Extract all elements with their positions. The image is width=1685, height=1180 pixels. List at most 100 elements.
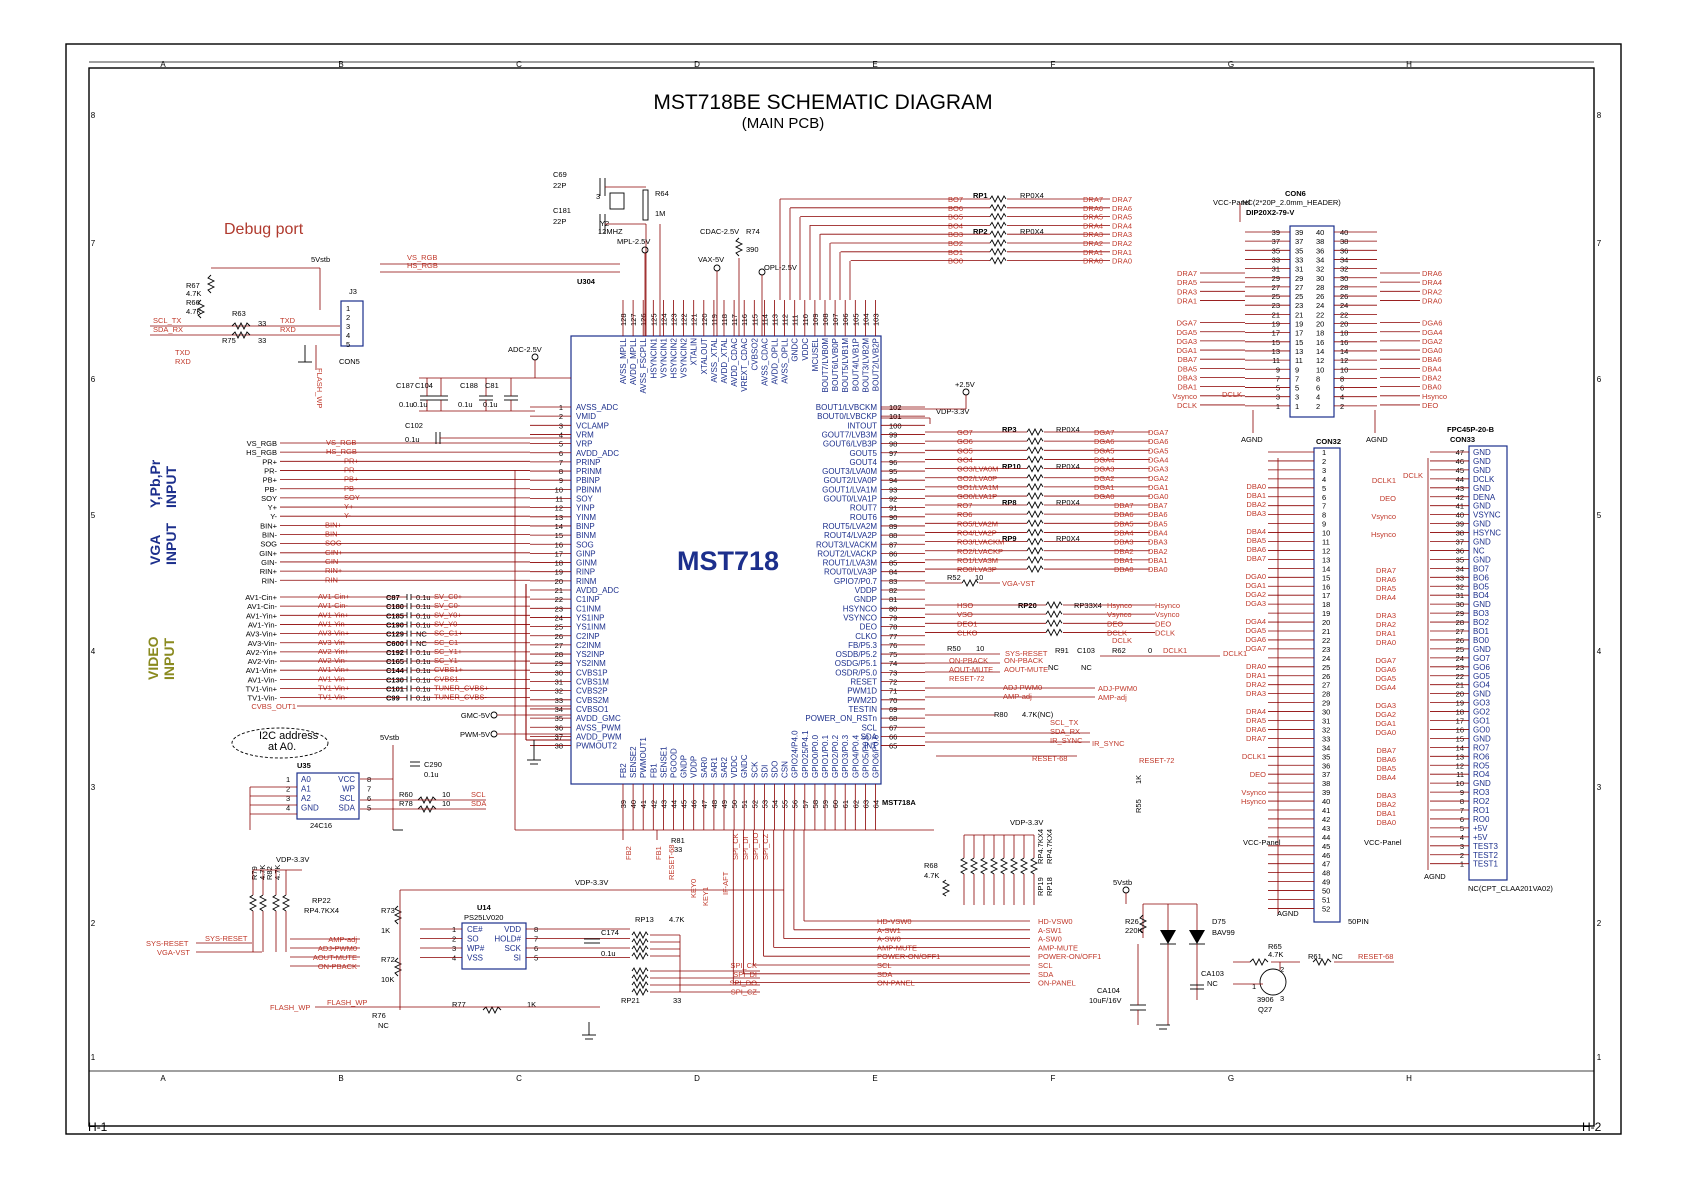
con33-net: DGA0 — [1376, 728, 1396, 737]
con33-pin-name: GO1 — [1473, 717, 1490, 726]
con32-pin-number: 46 — [1322, 851, 1330, 860]
con32-pin-number: 42 — [1322, 815, 1330, 824]
av-cap-ref: C87 — [386, 593, 400, 602]
con33-net: DGA5 — [1376, 674, 1396, 683]
ic-pin-number: 83 — [889, 577, 897, 586]
debug-port-block: J3 CON5 1 2 3 4 5 VS_RGB HS_RGB SCL_TX S… — [150, 253, 620, 408]
ic-pin-number: 78 — [889, 623, 897, 632]
decoupling-cap-ref: C187 — [396, 381, 414, 390]
con6-pin-number: 22 — [1316, 310, 1324, 319]
i2c-note-line2: at A0. — [268, 741, 296, 753]
svg-text:AGND: AGND — [1366, 435, 1388, 444]
ic-pin-name: AVSS_OPLL — [781, 337, 790, 383]
svg-text:R82: R82 — [265, 866, 274, 880]
ic-pin-name: CVBS1M — [576, 678, 609, 687]
con33-net: DBA0 — [1376, 818, 1396, 827]
ic-pin-number: 48 — [710, 800, 719, 808]
svg-text:24C16: 24C16 — [310, 821, 332, 830]
con33-net: DEO — [1380, 494, 1396, 503]
con33-pin-number: 39 — [1456, 520, 1464, 529]
av-net-source: TV1-Vin+ — [246, 685, 278, 694]
con6-pin-number: 32 — [1340, 265, 1348, 274]
sync-in-net: HSO — [957, 601, 973, 610]
ic-pin-name: ROUT7 — [850, 504, 878, 513]
bottom-net-label: SPI_CK — [731, 833, 740, 860]
con33-net: DBA1 — [1376, 809, 1396, 818]
irsync-net: IR_SYNC — [1050, 736, 1083, 745]
svg-text:1K: 1K — [527, 1000, 536, 1009]
svg-text:1: 1 — [1252, 982, 1256, 991]
ic-pin-number: 63 — [861, 800, 870, 808]
ic-pin-number: 126 — [639, 313, 648, 326]
ic-pin-number: 40 — [629, 800, 638, 808]
con33-pin-name: TEST1 — [1473, 860, 1498, 869]
svg-text:10K: 10K — [381, 975, 394, 984]
ic-pin-name: SDA — [861, 732, 878, 741]
con32-net: DBA7 — [1246, 554, 1266, 563]
ic-pin-number: 107 — [831, 313, 840, 326]
av-cap-value: 0.1u — [416, 648, 431, 657]
eeprom-pin-name: SCL — [339, 794, 355, 803]
con32-net: DBA2 — [1246, 500, 1266, 509]
i2c-note-line1: I2C address — [259, 730, 319, 742]
con6-pin-number: 12 — [1340, 356, 1348, 365]
ic-pin-number: 118 — [720, 314, 729, 326]
rp-mid-dga-net: DGA5 — [1148, 446, 1168, 455]
ic-pin-name: BINP — [576, 522, 595, 531]
r80-value: 4.7K(NC) — [1022, 710, 1054, 719]
svg-text:TXD: TXD — [280, 316, 296, 325]
rp-mid-dba-net: DBA2 — [1148, 547, 1168, 556]
av-net-label: AV1-Cin+ — [318, 592, 350, 601]
rp-mid-ro-net: RO3/LVACKM — [957, 538, 1004, 547]
ic-pin-name: PGOOD — [670, 748, 679, 778]
con33-net: DGA3 — [1376, 701, 1396, 710]
svg-text:0.1u: 0.1u — [601, 949, 616, 958]
main-ic-top-pins: AVSS_MPLL128AVDD_MPLL127AVSS_FSCPLL126HS… — [619, 300, 881, 393]
ic-pin-name: HSYNCIN1 — [649, 337, 658, 378]
ic-pin-name: FB/P5.3 — [848, 641, 877, 650]
rp-mid-dba-net: DBA7 — [1148, 501, 1168, 510]
ic-pin-name: VDDP — [690, 756, 699, 778]
con33-pin-number: 20 — [1456, 690, 1464, 699]
ic-pin-number: 29 — [555, 659, 563, 668]
ic-pin-number: 98 — [889, 440, 897, 449]
ic-pin-number: 111 — [791, 315, 800, 326]
rp-mid-dga-label: DGA3 — [1094, 465, 1114, 474]
con6-right-net: DRA0 — [1422, 296, 1442, 305]
r91-value: NC — [1048, 663, 1059, 672]
rp1-ref: RP1 — [973, 191, 988, 200]
grid-col-bottom-A: A — [160, 1074, 166, 1083]
eeprom-pin-name: VCC — [338, 775, 355, 784]
grid-row-right-6: 6 — [1597, 375, 1602, 384]
con33-pin-name: GND — [1473, 484, 1491, 493]
rp-mid-dga-net: DGA4 — [1148, 455, 1168, 464]
main-ic-ref: U304 — [577, 277, 596, 286]
bottom-net-label: SPI_CZ — [761, 833, 770, 860]
av-net-label: AV2-Vin- — [318, 656, 348, 665]
con33-net: DBA2 — [1376, 800, 1396, 809]
con32-pin-number: 12 — [1322, 546, 1330, 555]
svg-text:VGA: VGA — [147, 535, 163, 565]
svg-text:R72: R72 — [381, 955, 395, 964]
rp-mid-go-net: GO3/LVA0M — [957, 465, 998, 474]
con32-net: DRA5 — [1246, 716, 1266, 725]
flash-pin-number: 1 — [452, 925, 456, 934]
ic-pin-number: 109 — [811, 313, 820, 326]
con6-pin-number: 33 — [1272, 255, 1280, 264]
vga-net-label: BIN+ — [325, 520, 343, 529]
r81-ref: R81 — [671, 836, 685, 845]
svg-text:NC: NC — [378, 1021, 389, 1030]
r62-value: 0 — [1148, 646, 1152, 655]
ic-pin-name: BOUT2/LVB2P — [872, 338, 881, 391]
adjpwm-net-out: ADJ-PWM0 — [1098, 684, 1137, 693]
ic-pin-number: 23 — [555, 604, 563, 613]
con33-net: DRA4 — [1376, 593, 1396, 602]
ic-pin-number: 93 — [889, 485, 897, 494]
con32-pin-number: 26 — [1322, 672, 1330, 681]
rp-top-out-net: DRA4 — [1112, 221, 1132, 230]
ic-pin-name: MCUSEL — [811, 337, 820, 371]
ic-pin-name: ROUT0/LVA3P — [824, 568, 877, 577]
